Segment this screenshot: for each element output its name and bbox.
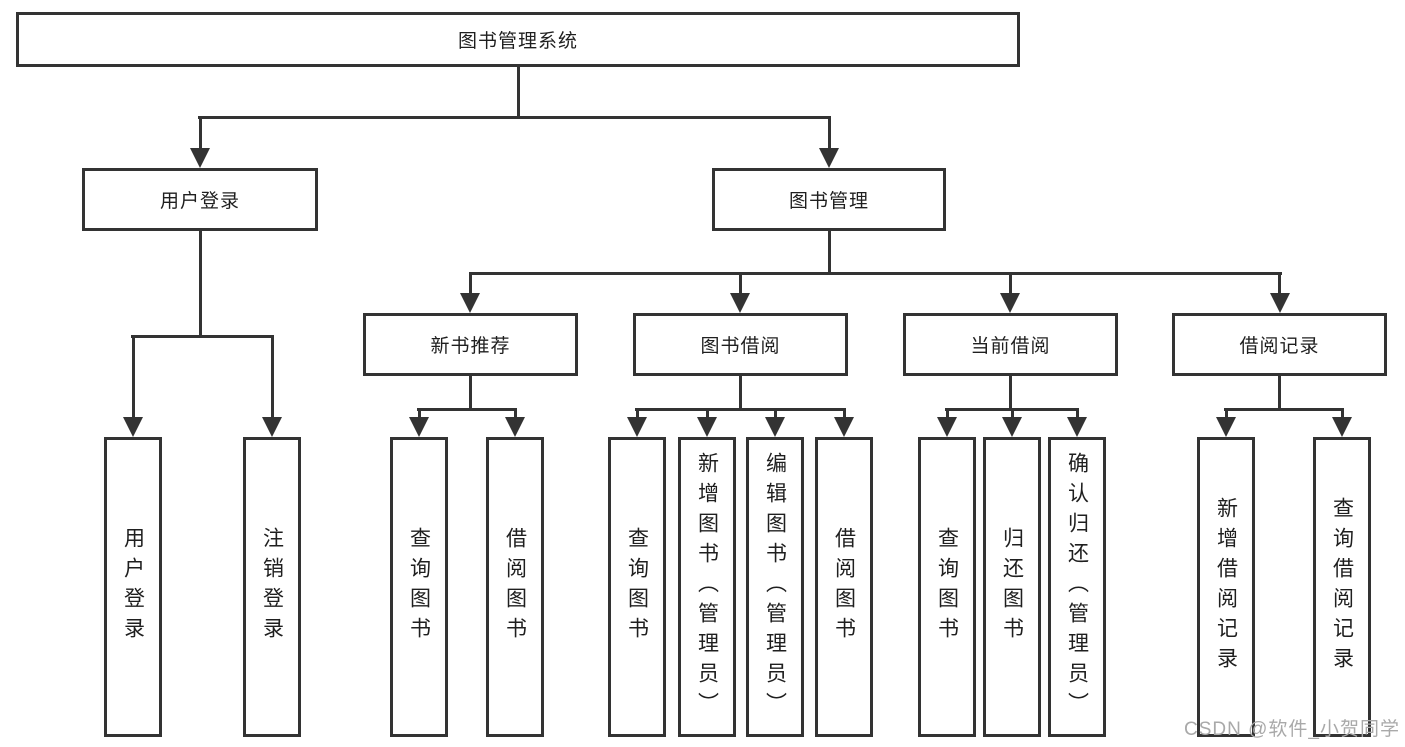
leaf-borrow-query-books: 查询图书 [608,437,666,737]
connector-book-management-drop [828,230,831,275]
leaf-borrow-add-books-admin-label: 新增图书（管理员） [695,452,719,722]
connector-current-borrow-drop [1009,375,1012,411]
connector-user-login-bar [131,335,274,338]
connector-arrow-book-management [828,117,831,150]
leaf-current-query-books-label: 查询图书 [935,527,959,647]
arrowhead-current-borrow [1000,293,1020,313]
connector-arrow-user-login [199,117,202,150]
connector-root-drop [517,66,520,118]
leaf-logout-label: 注销登录 [260,527,284,647]
connector-book-borrow-bar [635,408,846,411]
node-new-book-recommend: 新书推荐 [363,313,578,376]
arrowhead-borrow-query [627,417,647,437]
leaf-borrow-edit-books-admin: 编辑图书（管理员） [746,437,804,737]
connector-arrow-borrow-add [706,409,709,419]
connector-arrow-leaf-user-login [132,336,135,419]
connector-arrow-record-add [1225,409,1228,419]
connector-arrow-recommend-borrow [514,409,517,419]
connector-new-book-drop [469,375,472,411]
arrowhead-recommend-borrow [505,417,525,437]
arrowhead-book-management [819,148,839,168]
connector-arrow-current-borrow [1009,274,1012,296]
node-library-system-label: 图书管理系统 [457,31,578,52]
leaf-borrow-add-books-admin: 新增图书（管理员） [678,437,736,737]
connector-borrow-records-drop [1278,375,1281,411]
leaf-record-add-borrow-record-label: 新增借阅记录 [1214,497,1238,677]
leaf-current-confirm-return-admin-label: 确认归还（管理员） [1065,452,1089,722]
leaf-recommend-query-books: 查询图书 [390,437,448,737]
arrowhead-leaf-logout [262,417,282,437]
arrowhead-borrow-borrow [834,417,854,437]
leaf-borrow-borrow-books: 借阅图书 [815,437,873,737]
node-current-borrow-label: 当前借阅 [970,336,1051,357]
arrowhead-borrow-edit [765,417,785,437]
leaf-user-login-label: 用户登录 [121,527,145,647]
arrowhead-current-return [1002,417,1022,437]
node-current-borrow: 当前借阅 [903,313,1118,376]
leaf-current-return-books: 归还图书 [983,437,1041,737]
leaf-logout: 注销登录 [243,437,301,737]
node-book-borrow-label: 图书借阅 [700,336,781,357]
connector-arrow-borrow-query [636,409,639,419]
leaf-record-add-borrow-record: 新增借阅记录 [1197,437,1255,737]
arrowhead-borrow-add [697,417,717,437]
node-user-login-label: 用户登录 [159,191,240,212]
leaf-borrow-edit-books-admin-label: 编辑图书（管理员） [763,452,787,722]
arrowhead-borrow-records [1270,293,1290,313]
leaf-user-login: 用户登录 [104,437,162,737]
connector-level1-bar [198,116,831,119]
arrowhead-book-borrow [730,293,750,313]
leaf-record-query-borrow-record: 查询借阅记录 [1313,437,1371,737]
arrowhead-user-login [190,148,210,168]
connector-new-book-bar [417,408,517,411]
arrowhead-record-add [1216,417,1236,437]
leaf-recommend-query-books-label: 查询图书 [407,527,431,647]
arrowhead-recommend-query [409,417,429,437]
node-new-book-recommend-label: 新书推荐 [430,336,511,357]
watermark: CSDN @软件_小贺同学 [1184,719,1400,740]
connector-arrow-current-confirm [1076,409,1079,419]
leaf-borrow-query-books-label: 查询图书 [625,527,649,647]
connector-user-login-drop [199,230,202,337]
node-book-management: 图书管理 [712,168,946,231]
connector-arrow-new-book [469,274,472,296]
leaf-recommend-borrow-books: 借阅图书 [486,437,544,737]
connector-arrow-borrow-records [1278,274,1281,296]
node-borrow-records-label: 借阅记录 [1239,336,1320,357]
node-book-borrow: 图书借阅 [633,313,848,376]
connector-arrow-book-borrow [739,274,742,296]
connector-arrow-borrow-borrow [843,409,846,419]
connector-arrow-recommend-query [418,409,421,419]
leaf-recommend-borrow-books-label: 借阅图书 [503,527,527,647]
node-book-management-label: 图书管理 [788,191,869,212]
node-user-login: 用户登录 [82,168,318,231]
arrowhead-new-book [460,293,480,313]
connector-borrow-records-bar [1224,408,1344,411]
node-library-system: 图书管理系统 [16,12,1020,67]
arrowhead-current-query [937,417,957,437]
leaf-borrow-borrow-books-label: 借阅图书 [832,527,856,647]
connector-arrow-leaf-logout [271,336,274,419]
connector-book-borrow-drop [739,375,742,411]
connector-arrow-current-return [1011,409,1014,419]
leaf-current-return-books-label: 归还图书 [1000,527,1024,647]
arrowhead-leaf-user-login [123,417,143,437]
leaf-current-query-books: 查询图书 [918,437,976,737]
arrowhead-record-query [1332,417,1352,437]
connector-arrow-record-query [1341,409,1344,419]
leaf-record-query-borrow-record-label: 查询借阅记录 [1330,497,1354,677]
leaf-current-confirm-return-admin: 确认归还（管理员） [1048,437,1106,737]
node-borrow-records: 借阅记录 [1172,313,1387,376]
connector-arrow-current-query [946,409,949,419]
arrowhead-current-confirm [1067,417,1087,437]
connector-level2-bar [469,272,1282,275]
connector-arrow-borrow-edit [774,409,777,419]
